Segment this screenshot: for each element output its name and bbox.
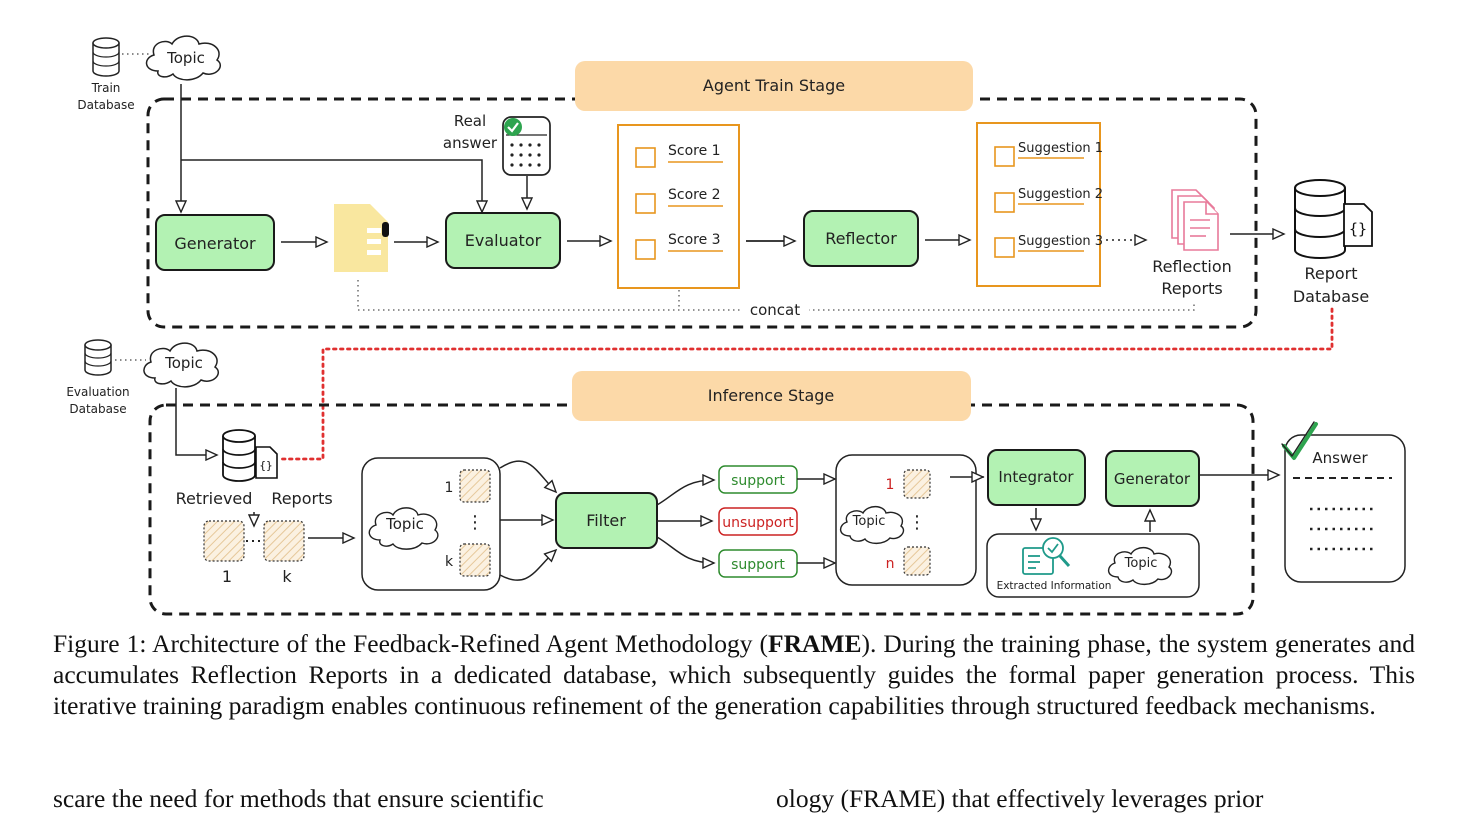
- train-stage-title: Agent Train Stage: [703, 76, 845, 95]
- inference-stage-banner: [572, 371, 971, 421]
- train-generator-label: Generator: [174, 234, 256, 253]
- pool-index-1: 1: [445, 480, 454, 496]
- evaluation-topic-cloud-icon: [143, 342, 220, 388]
- reports-label: Reports: [271, 489, 332, 508]
- svg-text:{}: {}: [1349, 220, 1367, 238]
- suggestion-checkbox-2: [994, 192, 1015, 213]
- retrieved-report-tile-k: [263, 520, 305, 562]
- pool-topic-label: Topic: [385, 515, 424, 533]
- suggestion-label-1: Suggestion 1: [1018, 141, 1103, 156]
- caption-bold-frame: FRAME: [768, 629, 862, 658]
- figure-caption: Figure 1: Architecture of the Feedback-R…: [53, 628, 1415, 721]
- unsupport-tag: [718, 507, 798, 536]
- caption-prefix: Figure 1: Architecture of the Feedback-R…: [53, 629, 768, 658]
- reflection-reports-icon: [1171, 189, 1219, 251]
- reflection-reports-label-1: Reflection: [1152, 257, 1232, 276]
- retrieved-index-k: k: [282, 567, 292, 586]
- train-database-icon: [92, 37, 120, 77]
- draft-document-icon: [334, 204, 389, 272]
- caption-suffix: ). During the training phase, the system…: [53, 629, 1416, 720]
- report-database-label-2: Database: [1293, 287, 1369, 306]
- evaluation-db-label-2: Database: [69, 402, 126, 416]
- evaluator-node: [445, 212, 561, 269]
- evaluation-topic-label: Topic: [164, 354, 203, 372]
- score-label-1: Score 1: [668, 143, 721, 159]
- train-stage-frame: [146, 97, 1258, 329]
- inference-generator-node: [1105, 450, 1200, 507]
- selected-reports-box: [835, 454, 977, 586]
- retrieved-label: Retrieved: [176, 489, 253, 508]
- selected-index-n: n: [886, 556, 895, 572]
- suggestion-label-2: Suggestion 2: [1018, 187, 1103, 202]
- suggestion-checkbox-1: [994, 146, 1015, 167]
- body-text-cutoff-right: ology (FRAME) that effectively leverages…: [776, 784, 1264, 813]
- suggestion-label-3: Suggestion 3: [1018, 234, 1103, 249]
- train-db-label-2: Database: [77, 98, 134, 112]
- inference-stage-title: Inference Stage: [708, 386, 835, 405]
- retrieved-report-tile-1: [203, 520, 245, 562]
- pool-index-k: k: [445, 554, 454, 570]
- reflection-reports-label-2: Reports: [1161, 279, 1222, 298]
- real-answer-calculator-icon: [502, 116, 551, 176]
- real-answer-label-2: answer: [443, 134, 498, 152]
- retrieved-database-icon: {}: [222, 429, 278, 482]
- answer-card: [1284, 434, 1406, 583]
- evaluation-database-icon: [84, 339, 112, 376]
- selected-report-tile-n: [903, 546, 931, 576]
- score-checkbox-2: [635, 193, 656, 214]
- pool-vertical-dots: ⋮: [466, 512, 484, 533]
- extracted-info-label: Extracted Information: [997, 580, 1112, 592]
- pool-topic-cloud-icon: [368, 507, 439, 550]
- panel-topic-cloud-icon: [1107, 546, 1173, 586]
- integrator-label: Integrator: [998, 468, 1074, 486]
- support-tag-1-label: support: [731, 473, 785, 489]
- answer-label: Answer: [1312, 449, 1368, 467]
- selected-report-tile-1: [903, 469, 931, 499]
- filter-label: Filter: [586, 511, 626, 530]
- reflector-node: [803, 210, 919, 267]
- retrieved-index-1: 1: [222, 567, 232, 586]
- report-retrieval-link: [277, 307, 1334, 461]
- reflector-label: Reflector: [825, 229, 897, 248]
- report-database-icon: {}: [1294, 179, 1373, 259]
- body-text-cutoff-left: scare the need for methods that ensure s…: [53, 784, 544, 813]
- svg-text:{}: {}: [259, 459, 272, 472]
- train-db-label-1: Train: [91, 81, 121, 95]
- score-label-2: Score 2: [668, 187, 721, 203]
- extracted-info-icon: [1022, 537, 1071, 575]
- pool-report-tile-k: [459, 543, 491, 577]
- concat-path: [357, 280, 1195, 311]
- frame-architecture-diagram: Train Database Topic Agent Train Stage G…: [66, 35, 1406, 616]
- real-answer-label-1: Real: [454, 112, 486, 130]
- evaluation-db-label-1: Evaluation: [66, 385, 129, 399]
- unsupport-tag-label: unsupport: [722, 515, 794, 531]
- panel-topic-label: Topic: [1124, 556, 1158, 571]
- selected-index-1: 1: [886, 477, 895, 493]
- score-label-3: Score 3: [668, 232, 721, 248]
- train-topic-label: Topic: [166, 49, 205, 67]
- support-tag-2-label: support: [731, 557, 785, 573]
- selected-topic-label: Topic: [852, 514, 886, 529]
- pool-report-tile-1: [459, 469, 491, 503]
- evaluator-label: Evaluator: [465, 231, 542, 250]
- train-stage-banner: [575, 61, 973, 111]
- train-generator-node: [155, 214, 275, 271]
- integrator-node: [987, 449, 1086, 506]
- score-checkbox-3: [635, 239, 656, 260]
- inference-generator-label: Generator: [1114, 470, 1191, 488]
- selected-vertical-dots: ⋮: [908, 512, 926, 533]
- train-topic-cloud-icon: [145, 35, 222, 81]
- concat-label: concat: [750, 301, 800, 319]
- suggestion-checkbox-3: [994, 237, 1015, 258]
- selected-topic-cloud-icon: [839, 505, 905, 545]
- score-checkbox-1: [635, 147, 656, 168]
- report-database-label-1: Report: [1304, 264, 1357, 283]
